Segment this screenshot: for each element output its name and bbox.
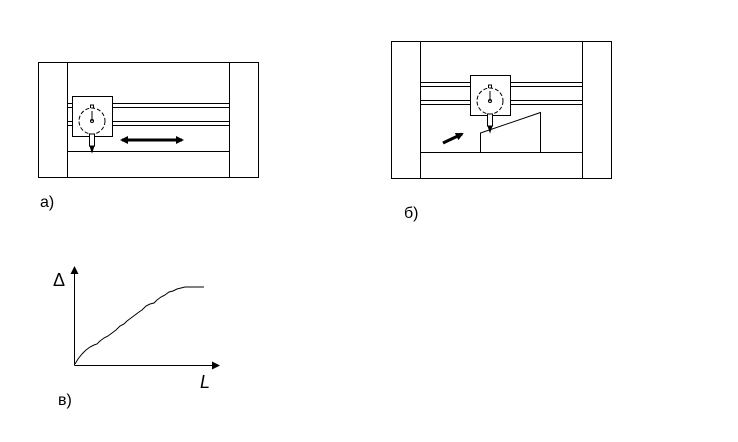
lower-guide-rail [67,121,230,126]
figure-b-label: б) [404,205,419,222]
arrow-icon [442,132,464,145]
figure-a-horizontal-measurement [38,62,259,178]
dial-gauge-icon [78,104,106,154]
frame [38,62,259,178]
frame [391,41,612,179]
figure-b-inclined-measurement [391,41,612,179]
measurement-curve [74,286,204,365]
figure-c-graph [70,266,220,370]
figure-a-label: а) [40,194,55,211]
y-axis-label: Δ [53,270,66,290]
dial-gauge-icon [476,84,504,134]
figure-c-label: в) [58,392,72,409]
x-axis-label: L [200,372,211,392]
upper-guide-rail [67,103,230,108]
inclined-workpiece [480,111,541,153]
